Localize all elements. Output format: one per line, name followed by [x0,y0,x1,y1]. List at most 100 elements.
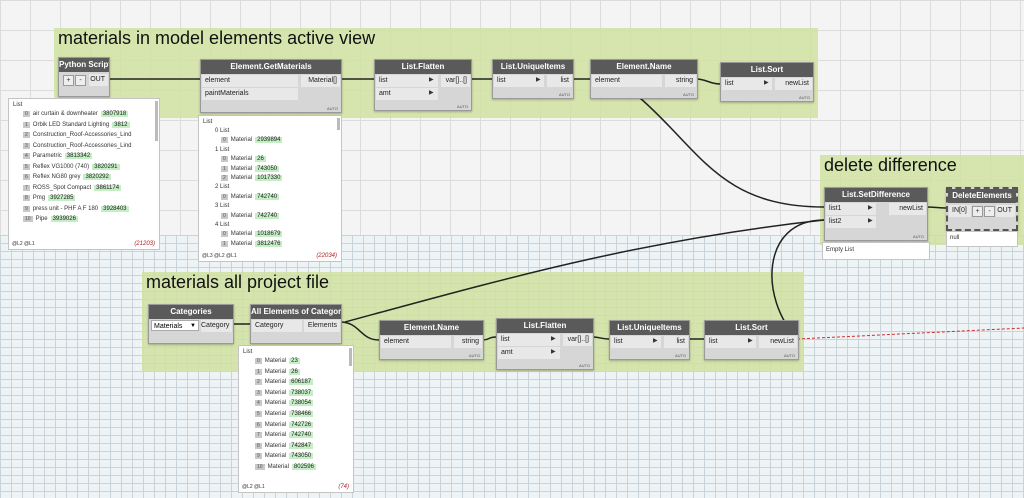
row-id-value: 1017330 [255,175,283,181]
preview-delete[interactable]: null [946,231,1018,247]
output-port[interactable]: Material[] [301,75,340,87]
chevron-right-icon: ▶ [536,77,541,83]
add-input-button[interactable]: + [972,206,983,217]
row-text: press unit - PHF A F 180 [32,205,99,212]
remove-input-button[interactable]: - [75,75,86,86]
input-port-in0[interactable]: IN[0] [949,205,971,217]
input-port-list1[interactable]: list1 [826,203,876,215]
output-port[interactable]: newList [775,78,812,90]
category-dropdown[interactable]: Materials ▼ [151,320,199,331]
node-all-elements-of-category[interactable]: All Elements of Category Category Elemen… [250,304,342,344]
group-title: materials all project file [146,272,330,292]
output-port[interactable]: newList [889,203,926,215]
input-port-element[interactable]: element [381,336,451,348]
node-list-flatten-2[interactable]: List.Flatten list ▶ amt ▶ var[]..[] AUTO [496,318,594,370]
row-text: Pipe [35,216,48,222]
row-index: 1 [23,121,30,128]
input-port-list[interactable]: list [706,336,756,348]
input-port-element[interactable]: element [592,75,662,87]
output-port[interactable]: var[]..[] [563,334,592,346]
node-element-getmaterials[interactable]: Element.GetMaterials element paintMateri… [200,59,342,113]
output-port[interactable]: string [454,336,482,348]
node-title: Element.Name [591,60,697,74]
output-port[interactable]: list [547,75,572,87]
scrollbar[interactable] [349,348,352,366]
input-port-list[interactable]: list [722,78,772,90]
node-list-uniqueitems[interactable]: List.UniqueItems list ▶ list AUTO [492,59,574,99]
output-port[interactable]: OUT [996,205,1015,217]
output-port[interactable]: string [665,75,696,87]
node-list-sort[interactable]: List.Sort list ▶ newList AUTO [720,62,814,102]
input-port-category[interactable]: Category [252,320,302,332]
node-python-script[interactable]: Python Script + - OUT [58,57,110,97]
input-port-list[interactable]: list [498,334,560,346]
row-index: 2 [255,379,262,386]
add-input-button[interactable]: + [63,75,74,86]
input-port-list[interactable]: list [611,336,661,348]
row-text: Material [264,400,287,407]
row-index: 0 [221,137,228,144]
preview-row: 0 List [215,128,229,134]
chevron-right-icon: ▶ [551,349,556,355]
row-text: ROSS_Spot Compact [32,184,92,191]
output-port[interactable]: newList [759,336,797,348]
input-port-amt[interactable]: amt [376,88,438,100]
preview-levels: @L2 @L1 [242,484,265,490]
input-port-list2[interactable]: list2 [826,216,876,228]
input-port-amt[interactable]: amt [498,347,560,359]
preview-levels: @L3 @L2 @L1 [202,253,237,259]
row-text: Material [230,240,253,247]
chevron-right-icon: ▶ [429,77,434,83]
preview-header: List [203,119,213,125]
scrollbar[interactable] [337,118,340,130]
node-element-name[interactable]: Element.Name element string AUTO [590,59,698,99]
preview-setdifference[interactable]: Empty List [822,242,930,260]
node-list-setdifference[interactable]: List.SetDifference list1 ▶ list2 ▶ newLi… [824,187,928,241]
input-port-element[interactable]: element [202,75,298,87]
row-text: Material [230,212,253,219]
input-port-list[interactable]: list [494,75,544,87]
scrollbar[interactable] [155,101,158,141]
node-list-sort-2[interactable]: List.Sort list ▶ newList AUTO [704,320,799,360]
node-element-name-2[interactable]: Element.Name element string AUTO [379,320,484,360]
row-id-value: 742847 [289,442,314,449]
output-port[interactable]: Category [201,320,232,332]
input-port-paintmaterials[interactable]: paintMaterials [202,88,298,100]
row-text: Material [264,421,287,428]
remove-input-button[interactable]: - [984,206,995,217]
row-id-value: 738466 [289,411,314,417]
row-id-value: 2939894 [255,137,283,144]
lacing-label: AUTO [468,353,480,358]
node-delete-elements[interactable]: DeleteElements IN[0] + - OUT [946,187,1018,231]
output-port[interactable]: Elements [304,320,340,332]
output-port[interactable]: OUT [89,74,108,86]
row-index: 0 [221,193,228,200]
input-port-list[interactable]: list [376,75,438,87]
row-id-value: 26 [289,368,300,375]
preview-header: List [243,349,253,355]
group-title: delete difference [824,155,957,175]
node-categories[interactable]: Categories Materials ▼ Category [148,304,234,344]
node-list-flatten[interactable]: List.Flatten list ▶ amt ▶ var[]..[] AUTO [374,59,472,111]
node-list-uniqueitems-2[interactable]: List.UniqueItems list ▶ list AUTO [609,320,690,360]
node-title: List.SetDifference [825,188,927,202]
row-id-value: 3927285 [48,195,76,201]
preview-count: (22034) [316,253,337,259]
row-id-value: 738037 [289,389,314,396]
output-port[interactable]: var[]..[] [441,75,470,87]
row-index: 0 [221,212,228,219]
row-index: 7 [255,432,262,439]
output-port[interactable]: list [664,336,688,348]
node-title: DeleteElements [948,189,1016,203]
